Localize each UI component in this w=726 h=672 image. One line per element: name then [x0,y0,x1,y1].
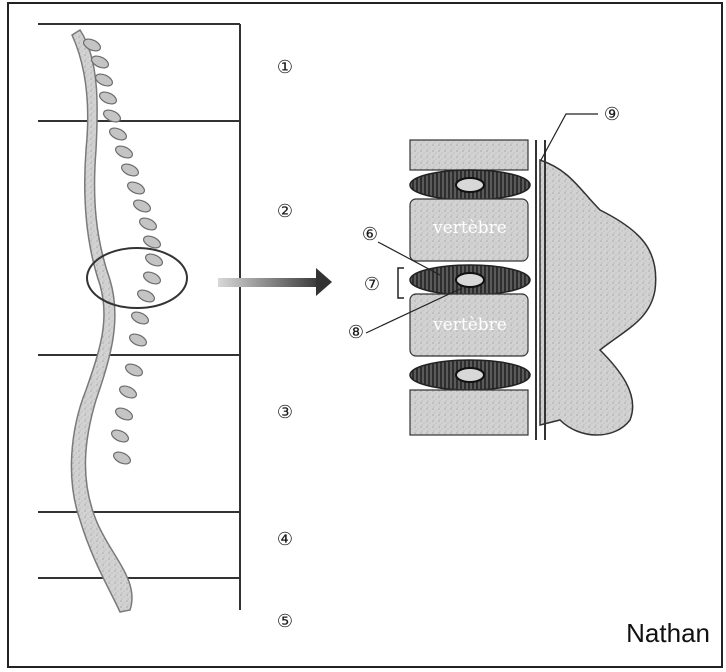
region-label-4: ④ [277,529,293,550]
callout-9: ⑨ [604,104,620,125]
region-label-5: ⑤ [277,611,293,632]
callout-6: ⑥ [362,224,378,245]
callout-8: ⑧ [348,322,364,343]
vertebra-label-upper: vertèbre [432,218,507,238]
author-credit: Nathan [626,618,710,648]
region-label-1: ① [277,57,293,78]
nucleus-pulposus [456,273,484,287]
callout-7: ⑦ [364,274,380,295]
region-label-2: ② [277,201,293,222]
region-label-3: ③ [277,402,293,423]
vertebra-label-lower: vertèbre [432,315,507,335]
